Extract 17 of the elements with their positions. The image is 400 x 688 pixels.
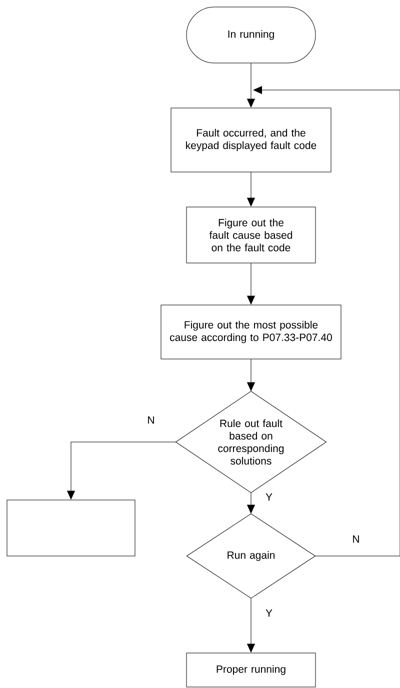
arrow bbox=[247, 598, 255, 652]
process-box bbox=[6, 500, 136, 556]
arrow bbox=[247, 263, 255, 304]
process-box: Figure out the fault cause based on the fault code bbox=[186, 206, 316, 264]
edge-label: N bbox=[146, 415, 156, 425]
arrow bbox=[253, 86, 400, 556]
edge-label: Y bbox=[264, 492, 274, 502]
process-box: Fault occurred, and the keypad displayed fault code bbox=[170, 108, 332, 172]
arrow bbox=[247, 492, 255, 514]
edge-label: Y bbox=[264, 608, 274, 618]
process-box: Proper running bbox=[186, 652, 316, 688]
arrow bbox=[247, 172, 255, 206]
arrow bbox=[247, 63, 255, 108]
process-box: Figure out the most possible cause according to P07.33-P07.40 bbox=[160, 304, 342, 360]
edge-label: N bbox=[351, 534, 361, 544]
arrow bbox=[247, 359, 255, 391]
arrow bbox=[67, 442, 176, 500]
